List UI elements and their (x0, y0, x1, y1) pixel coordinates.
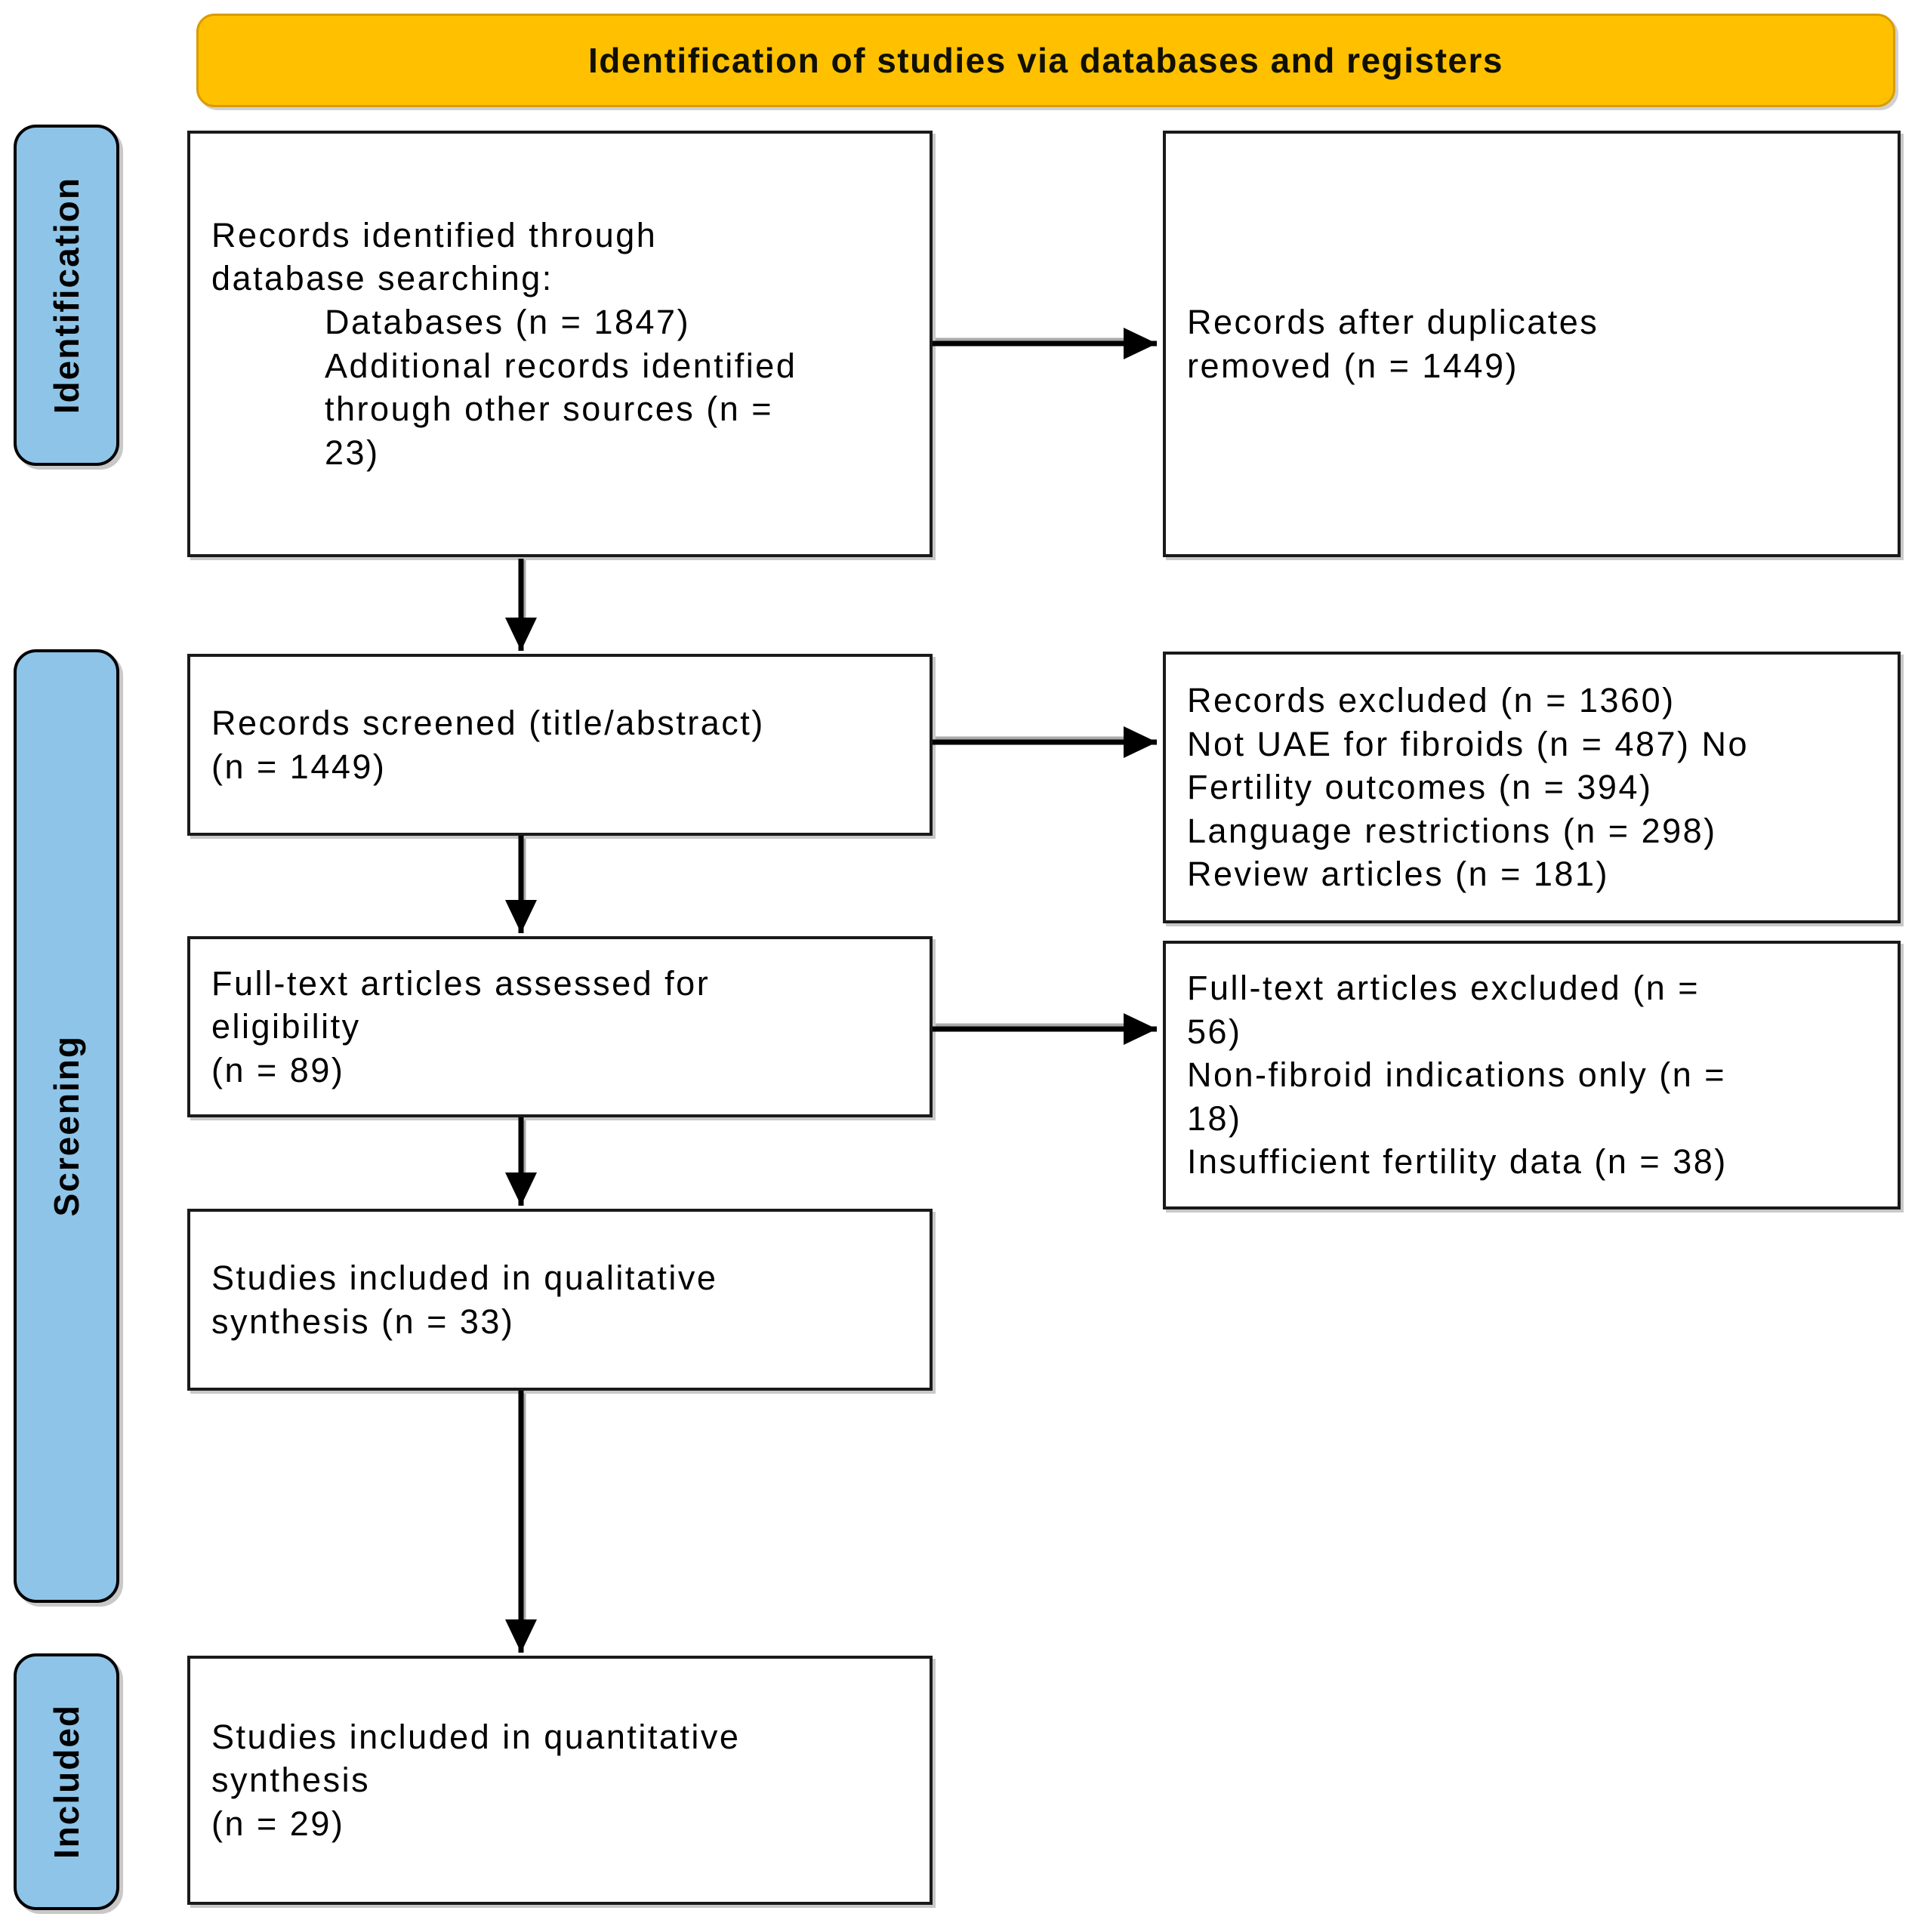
stage-label-identification: Identification (14, 125, 119, 466)
stage-label-screening: Screening (14, 649, 119, 1603)
box-qualitative-synthesis: Studies included in qualitative synthesi… (187, 1209, 933, 1391)
box-qualitative-synthesis-text: Studies included in qualitative synthesi… (211, 1258, 718, 1341)
stage-label-identification-text: Identification (47, 176, 86, 414)
stage-label-included-text: Included (47, 1704, 86, 1860)
box-duplicates-removed-text: Records after duplicates removed (n = 14… (1187, 302, 1599, 385)
stage-label-screening-text: Screening (47, 1035, 86, 1217)
stage-label-included: Included (14, 1653, 119, 1910)
box-records-identified-text: Records identified through database sear… (211, 215, 797, 472)
box-quantitative-synthesis-text: Studies included in quantitative synthes… (211, 1717, 741, 1843)
flow-header-title: Identification of studies via databases … (588, 41, 1503, 80)
box-records-screened: Records screened (title/abstract) (n = 1… (187, 654, 933, 836)
box-records-excluded-text: Records excluded (n = 1360) Not UAE for … (1187, 681, 1750, 894)
box-fulltext-excluded: Full-text articles excluded (n = 56) Non… (1163, 941, 1901, 1209)
box-records-screened-text: Records screened (title/abstract) (n = 1… (211, 703, 765, 786)
flow-header-banner: Identification of studies via databases … (196, 14, 1895, 107)
box-quantitative-synthesis: Studies included in quantitative synthes… (187, 1656, 933, 1905)
box-records-excluded: Records excluded (n = 1360) Not UAE for … (1163, 652, 1901, 923)
box-fulltext-assessed-text: Full-text articles assessed for eligibil… (211, 963, 711, 1089)
box-fulltext-assessed: Full-text articles assessed for eligibil… (187, 936, 933, 1117)
box-fulltext-excluded-text: Full-text articles excluded (n = 56) Non… (1187, 969, 1728, 1182)
box-records-identified: Records identified through database sear… (187, 131, 933, 557)
box-duplicates-removed: Records after duplicates removed (n = 14… (1163, 131, 1901, 557)
